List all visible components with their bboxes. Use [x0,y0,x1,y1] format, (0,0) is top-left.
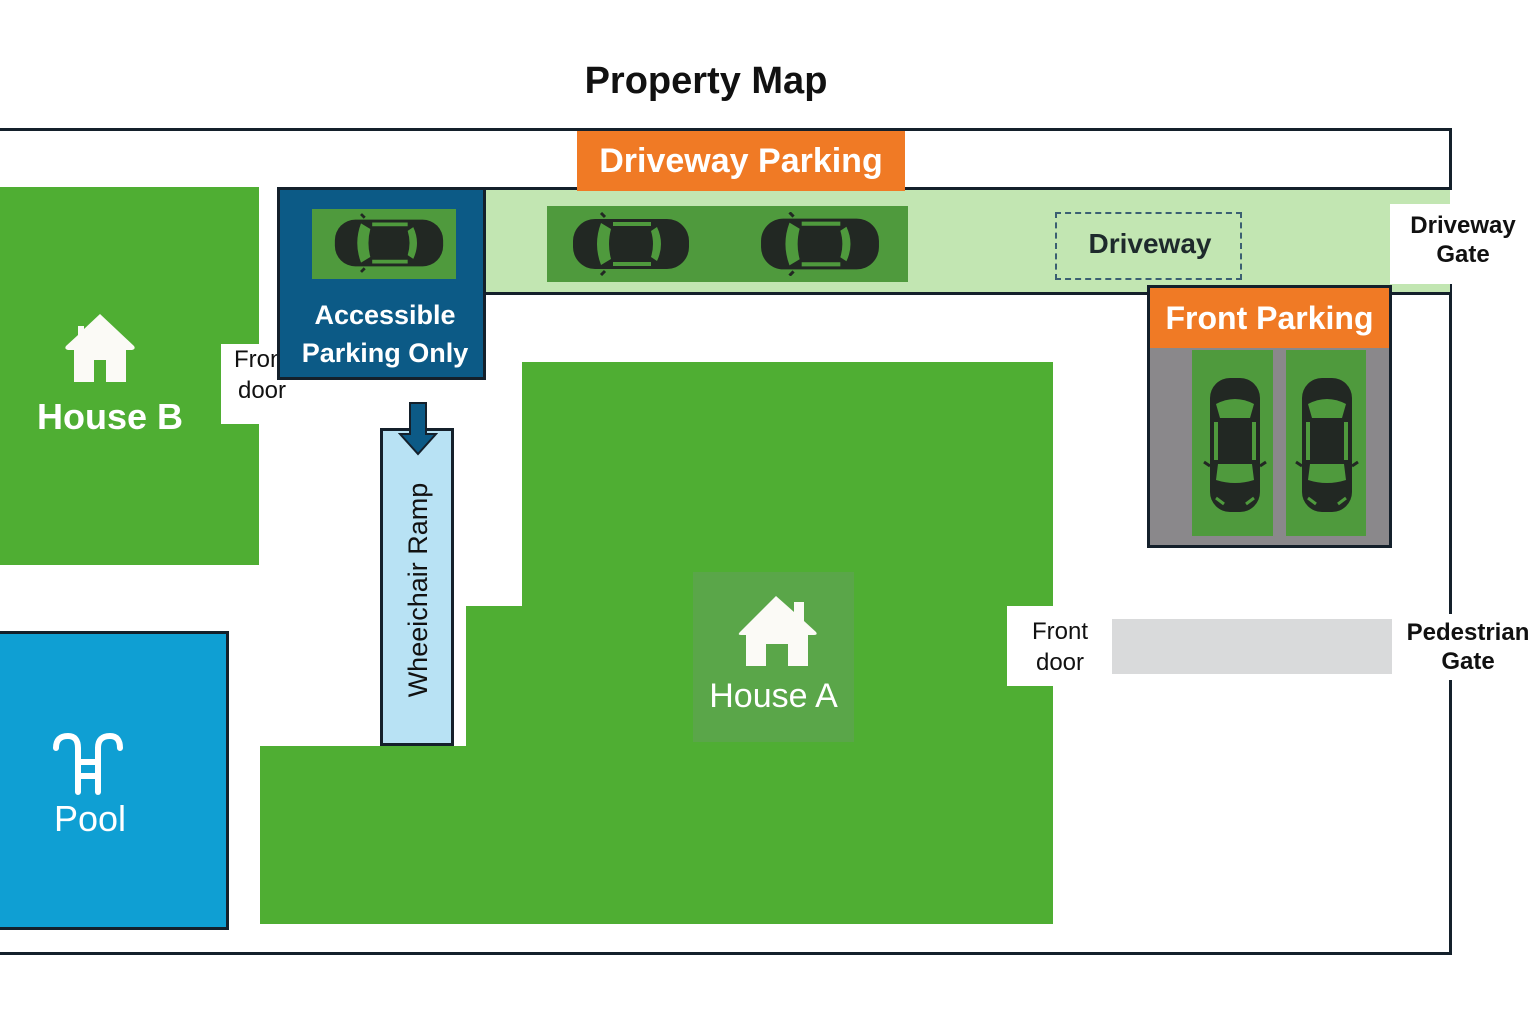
driveway-parking-label: Driveway Parking [577,131,905,191]
gate-label-line1: Pedestrian [1406,619,1530,646]
car-icon [1295,378,1359,512]
driveway-zone [1055,212,1242,280]
door-label-line2: door [1035,649,1085,676]
pool-label: Pool [53,798,127,839]
car-icon [573,212,689,276]
pedestrian-walkway[interactable] [1112,619,1392,674]
property-boundary-right [1449,128,1452,190]
wheelchair-ramp-label: Wheeichair Ramp [403,482,433,698]
accessible-parking-label: Accessible Parking Only [280,296,490,372]
arrow-down-icon [398,402,438,456]
house-a-label: House A [709,677,838,715]
gate-label-line2: Gate [1436,241,1490,268]
pedestrian-gate[interactable]: Pedestrian Gate [1400,618,1536,676]
accessible-label-line1: Accessible [314,300,456,330]
car-icon [761,212,879,276]
car-icon [334,213,444,273]
door-label-line1: Front [1031,618,1088,645]
property-boundary-bottom [0,952,1452,955]
driveway-gate[interactable]: Driveway Gate [1390,204,1536,284]
house-b-label: House B [36,396,184,437]
house-icon [738,596,817,666]
driveway-label: Driveway [1088,228,1212,259]
door-label-line2: door [237,377,287,404]
house-a-front-door[interactable]: Front door [1007,606,1113,686]
house-b-area[interactable] [0,187,259,565]
house-a-area[interactable] [260,362,1053,924]
house-icon [65,314,135,382]
pool-ladder-icon [53,732,123,795]
pool-area[interactable] [0,631,229,930]
gate-label-line2: Gate [1441,648,1495,675]
accessible-label-line2: Parking Only [301,338,469,368]
property-boundary-top [0,128,1452,131]
page-title: Property Map [584,60,828,102]
property-boundary-right [1449,680,1452,955]
car-icon [1203,378,1267,512]
gate-label-line1: Driveway [1410,212,1516,239]
wheelchair-ramp[interactable] [380,428,454,746]
front-parking-label: Front Parking [1150,288,1389,348]
property-boundary-right [1449,284,1452,614]
